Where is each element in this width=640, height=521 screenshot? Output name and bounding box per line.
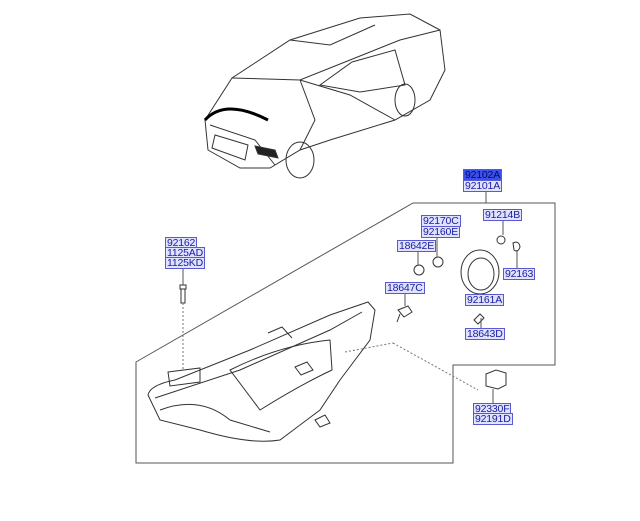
part-label-92161a[interactable]: 92161A — [465, 294, 505, 306]
nut-part — [496, 235, 506, 245]
part-label-18647c[interactable]: 18647C — [385, 282, 425, 294]
module-part — [485, 369, 507, 390]
cover-part — [460, 249, 500, 295]
bulb-part-2 — [396, 305, 413, 323]
assembly-frame — [135, 202, 556, 464]
part-label-18642e[interactable]: 18642E — [397, 240, 437, 252]
part-label-18643d[interactable]: 18643D — [465, 328, 505, 340]
part-label-92101a[interactable]: 92101A — [463, 180, 503, 192]
car-illustration — [203, 13, 446, 179]
headlight-illustration — [147, 301, 376, 442]
bulb-part-3 — [473, 313, 485, 325]
part-label-92170c[interactable]: 92170C — [421, 215, 461, 227]
bulb-part — [413, 264, 425, 276]
part-label-91214b[interactable]: 91214B — [483, 209, 523, 221]
part-label-1125kd[interactable]: 1125KD — [165, 257, 205, 269]
socket-part — [432, 256, 444, 268]
clip-part — [512, 241, 521, 252]
part-label-92163[interactable]: 92163 — [503, 268, 536, 280]
part-label-92160e[interactable]: 92160E — [421, 226, 461, 238]
part-label-92191d[interactable]: 92191D — [473, 413, 513, 425]
